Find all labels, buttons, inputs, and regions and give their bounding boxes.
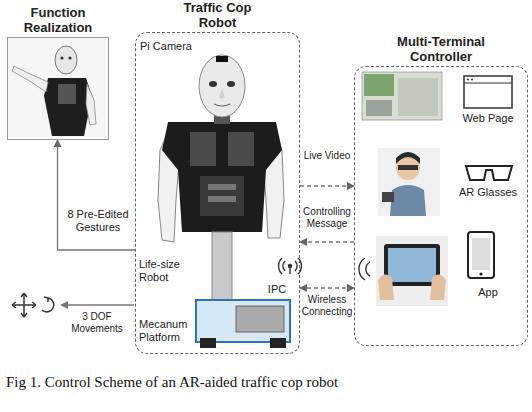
- terminal-label: Web Page: [452, 112, 524, 125]
- edge-label: Controlling Message: [301, 206, 353, 230]
- group-heading: Function Realization: [6, 5, 110, 35]
- part-label: Mecanum Platform: [139, 318, 195, 344]
- tablet-photo: [376, 236, 448, 306]
- gesture-robot-picture: [8, 38, 108, 138]
- connector-arrow: [58, 140, 136, 250]
- terminal-label: AR Glasses: [452, 186, 524, 199]
- figure-caption: Fig 1. Control Scheme of an AR-aided tra…: [6, 374, 526, 392]
- wifi-symbol: [359, 258, 370, 280]
- ar-glasses-icon: [466, 166, 512, 180]
- dof-arrow: [60, 301, 134, 309]
- web-page-photo: [362, 72, 442, 120]
- group-heading: Traffic Cop Robot: [172, 0, 264, 30]
- app-icon: [468, 232, 494, 278]
- terminal-label: App: [452, 286, 524, 299]
- part-label: IPC: [262, 283, 292, 296]
- controller-group: Multi-Terminal Controller: [354, 66, 528, 346]
- ar-glasses-photo: [378, 148, 440, 216]
- dof-icon: [12, 293, 54, 317]
- edge-label: Wireless Connecting: [301, 294, 353, 318]
- connector-arrow: [300, 287, 354, 288]
- connector-arrow: [300, 241, 354, 242]
- connector-arrow: [300, 185, 354, 186]
- picture-box: Function Realization: [7, 37, 109, 140]
- edge-label: Live Video: [301, 150, 353, 162]
- movement-label: 3 DOF Movements: [62, 311, 132, 335]
- part-label: Pi Camera: [140, 40, 196, 53]
- robot-group: Traffic Cop Robot: [135, 32, 300, 354]
- group-heading: Multi-Terminal Controller: [366, 34, 516, 64]
- web-page-icon: [464, 76, 512, 108]
- edge-label: 8 Pre-Edited Gestures: [64, 208, 132, 234]
- traffic-cop-robot-picture: [158, 55, 301, 348]
- part-label: Life-size Robot: [139, 258, 199, 284]
